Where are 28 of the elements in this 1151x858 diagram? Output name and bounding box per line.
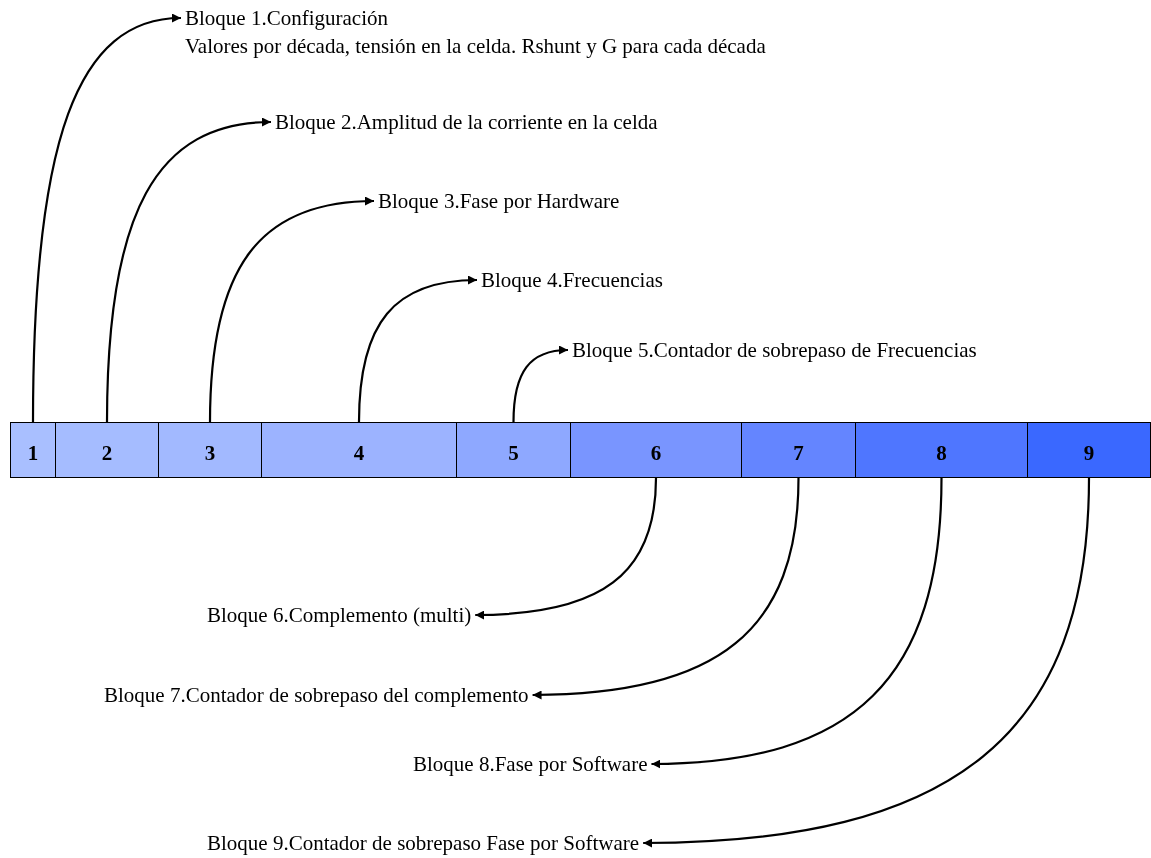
block-label: Bloque 1.Configuración [185,5,388,32]
bar-segment: 3 [158,422,262,478]
bar-segment: 2 [55,422,159,478]
block-label: Bloque 3.Fase por Hardware [378,188,620,215]
curved-arrow [105,118,272,423]
block-label: Bloque 4.Frecuencias [481,267,663,294]
curved-arrow [357,275,478,423]
bar-segment: 8 [855,422,1028,478]
block-label: Bloque 7.Contador de sobrepaso del complemento [104,682,529,709]
bar-segment: 7 [741,422,856,478]
block-label: Bloque 6.Complemento (multi) [207,602,472,629]
block-label: Bloque 2.Amplitud de la corriente en la celda [275,109,658,136]
curved-arrow [475,477,658,620]
curved-arrow [512,345,569,423]
block-label: Bloque 9.Contador de sobrepaso Fase por Software [207,830,640,857]
curved-arrow [31,14,182,422]
bar-segment: 5 [456,422,571,478]
bar-segment: 9 [1027,422,1151,478]
bar-segment: 4 [261,422,457,478]
block-label: Bloque 5.Contador de sobrepaso de Frecuencias [572,337,977,364]
block-label: Bloque 8.Fase por Software [413,751,648,778]
bar-segment: 1 [10,422,56,478]
bar-segment: 6 [570,422,742,478]
curved-arrow [651,477,943,769]
block-description: Valores por década, tensión en la celda. Rshunt y G para cada década [185,33,766,60]
curved-arrow [532,477,800,700]
curved-arrow [208,196,375,423]
curved-arrow [643,477,1091,848]
